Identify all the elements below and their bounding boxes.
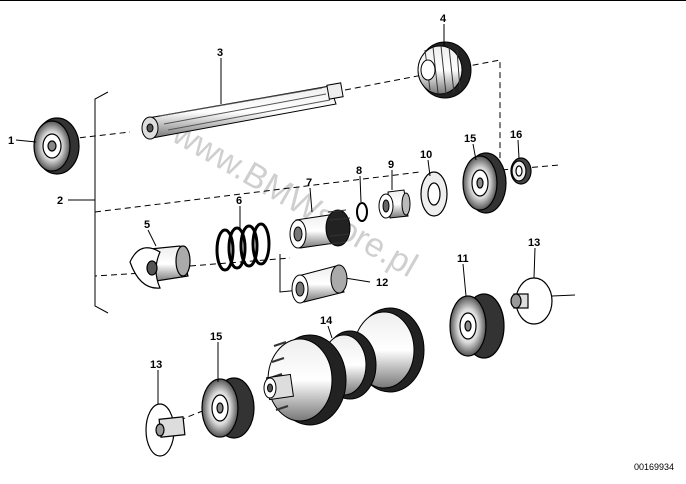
callout-4: 4: [440, 13, 447, 25]
part-5-selector-hub: [129, 245, 191, 289]
part-13-flange-upper: [510, 277, 553, 325]
callout-10: 10: [420, 149, 432, 161]
part-4-pinion-gear: [417, 41, 472, 99]
callout-9: 9: [388, 159, 394, 171]
part-8-circlip: [356, 202, 368, 222]
diagram-reference-number: 00169934: [634, 462, 674, 472]
part-15-bearing-upper: [462, 152, 507, 214]
part-1-ball-bearing: [33, 117, 80, 175]
part-9-bushing: [378, 189, 411, 219]
callout-13-lower: 13: [150, 359, 162, 371]
top-border: [0, 0, 686, 1]
callout-5: 5: [144, 219, 150, 231]
callout-7: 7: [306, 177, 312, 189]
callout-15-upper: 15: [464, 133, 476, 145]
callout-numbers: 1 2 3 4 5 6 7 8 9 10 15 16 11 13 12 14 1…: [8, 13, 540, 371]
callout-6: 6: [236, 195, 242, 207]
callout-2: 2: [57, 195, 63, 207]
part-16-seal-ring: [510, 157, 532, 185]
callout-3: 3: [217, 47, 223, 59]
part-13-flange-lower: [145, 403, 186, 457]
callout-13-upper: 13: [528, 237, 540, 249]
part-6-coil-spring: [215, 222, 271, 272]
callout-15-lower: 15: [210, 331, 222, 343]
part-7-sliding-gear: [289, 209, 351, 249]
part-10-thrust-washer: [420, 171, 448, 217]
part-3-splined-shaft: [141, 82, 344, 140]
callout-8: 8: [356, 165, 362, 177]
part-11-ball-bearing: [449, 293, 505, 359]
part-12-sleeve: [291, 264, 348, 304]
callout-12: 12: [376, 277, 388, 289]
part-15-bearing-lower: [201, 377, 255, 439]
leader-lines: [15, 24, 536, 404]
callout-11: 11: [457, 253, 469, 265]
part-14-gear-cluster: [263, 307, 425, 426]
callout-1: 1: [8, 135, 14, 147]
callout-16: 16: [510, 129, 522, 141]
callout-14: 14: [320, 315, 333, 327]
